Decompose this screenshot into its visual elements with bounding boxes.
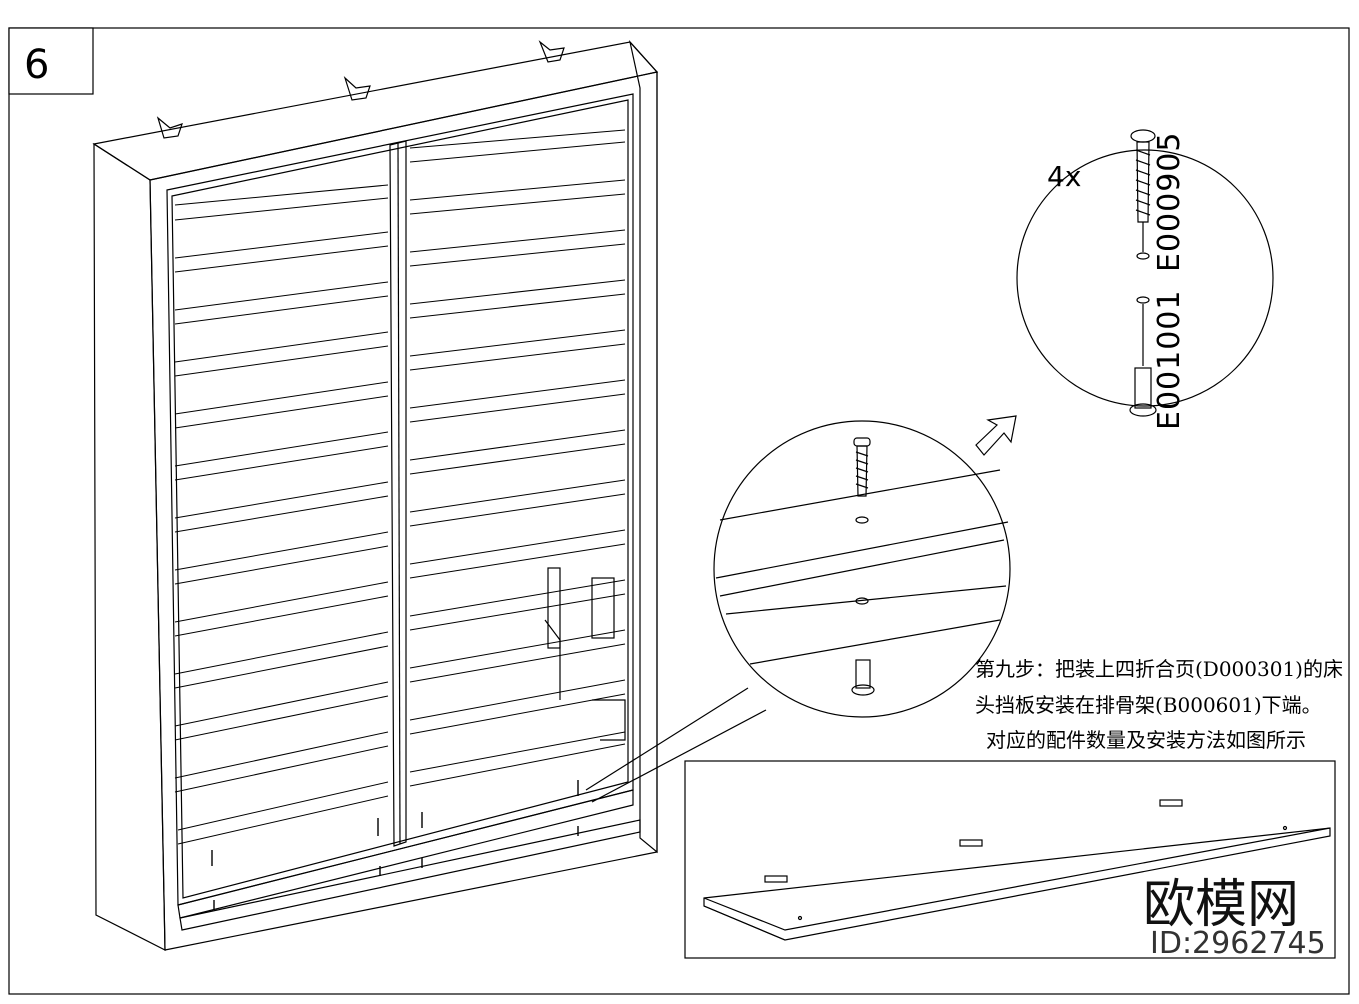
bottom-rail xyxy=(177,789,634,919)
step-number: 6 xyxy=(24,42,50,88)
direction-arrow xyxy=(975,415,1017,456)
center-rail xyxy=(389,140,407,847)
zoom-board-edges xyxy=(715,469,1009,665)
zoom-circle xyxy=(713,420,1011,718)
instruction-line-2: 头挡板安装在排骨架(B000601)下端。 xyxy=(975,693,1322,717)
top-brackets xyxy=(156,40,565,139)
zoom-screw-icon xyxy=(853,437,871,524)
hardware-quantity: 4x xyxy=(1047,160,1082,193)
step-number-box xyxy=(8,27,94,95)
headboard-board xyxy=(703,799,1331,941)
instruction-line-1: 第九步：把装上四折合页(D000301)的床 xyxy=(975,657,1343,681)
zoom-callout-upper xyxy=(585,687,749,791)
screw-icon xyxy=(1130,129,1156,260)
bottom-screws xyxy=(211,780,579,910)
zoom-detail xyxy=(713,420,1011,718)
zoom-callout-lower xyxy=(591,709,767,803)
page-border xyxy=(8,27,1350,995)
headboard-panel xyxy=(684,760,1336,959)
watermark-id: ID:2962745 xyxy=(1150,926,1326,961)
barrel-nut-icon xyxy=(1129,296,1157,417)
hinge-icon xyxy=(764,799,1183,883)
zoom-barrel-nut-icon xyxy=(851,659,875,696)
left-slats xyxy=(174,184,389,845)
fold-mechanism xyxy=(544,567,626,741)
part-code-barrel-nut: E001001 xyxy=(1152,289,1187,430)
watermark-brand: 欧模网 xyxy=(1143,875,1300,935)
zoom-hole xyxy=(855,597,869,605)
bed-frame xyxy=(92,39,659,951)
frame-left-side xyxy=(93,142,166,951)
frame-right-side xyxy=(628,39,658,854)
hardware-circle xyxy=(1016,149,1274,407)
right-slats xyxy=(409,129,626,787)
instruction-line-3: 对应的配件数量及安装方法如图所示 xyxy=(986,728,1306,752)
part-code-screw: E000905 xyxy=(1152,131,1187,272)
frame-top-face xyxy=(92,41,659,181)
hardware-detail xyxy=(1016,129,1274,417)
